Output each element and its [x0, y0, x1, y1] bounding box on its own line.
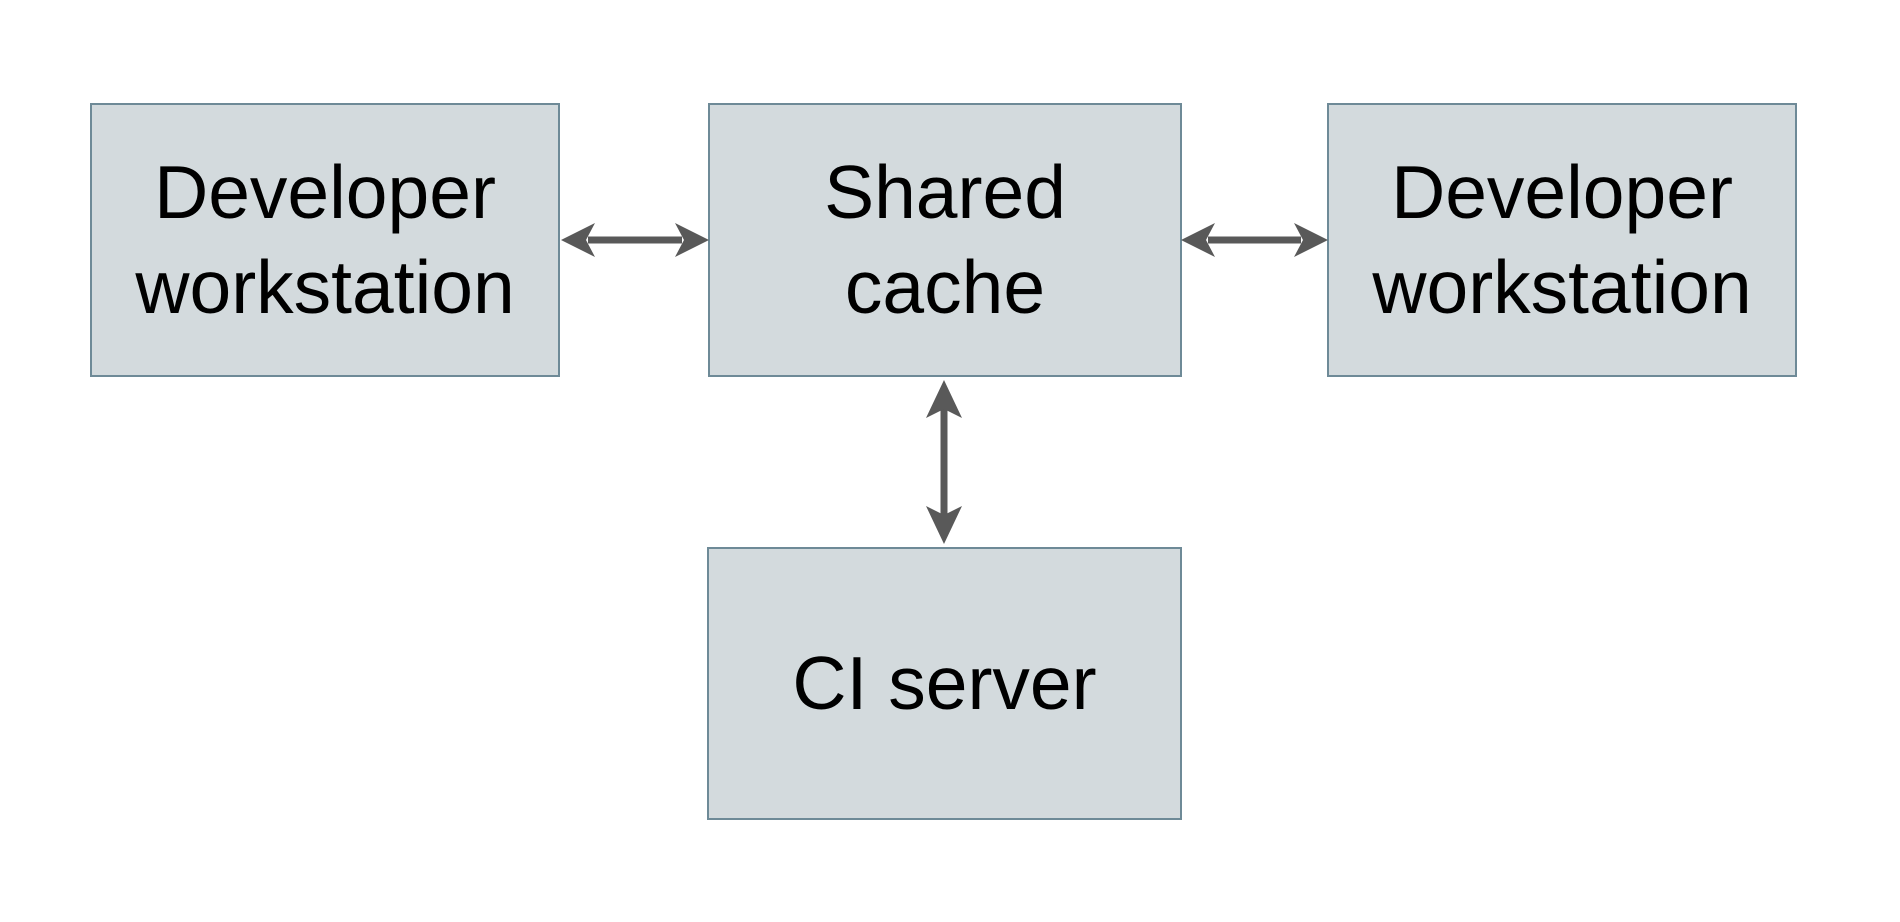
- node-label-developer-workstation-right: Developer workstation: [1372, 150, 1752, 329]
- bidirectional-arrow-icon-left: [561, 223, 709, 257]
- node-label-ci-server: CI server: [792, 641, 1097, 725]
- bidirectional-arrow-icon-vertical: [926, 380, 962, 544]
- node-shared-cache: Shared cache: [708, 103, 1182, 377]
- node-ci-server: CI server: [707, 547, 1182, 820]
- node-developer-workstation-right: Developer workstation: [1327, 103, 1797, 377]
- node-label-developer-workstation-left: Developer workstation: [135, 150, 515, 329]
- bidirectional-arrow-icon-right: [1181, 223, 1328, 257]
- node-developer-workstation-left: Developer workstation: [90, 103, 560, 377]
- node-label-shared-cache: Shared cache: [824, 150, 1066, 329]
